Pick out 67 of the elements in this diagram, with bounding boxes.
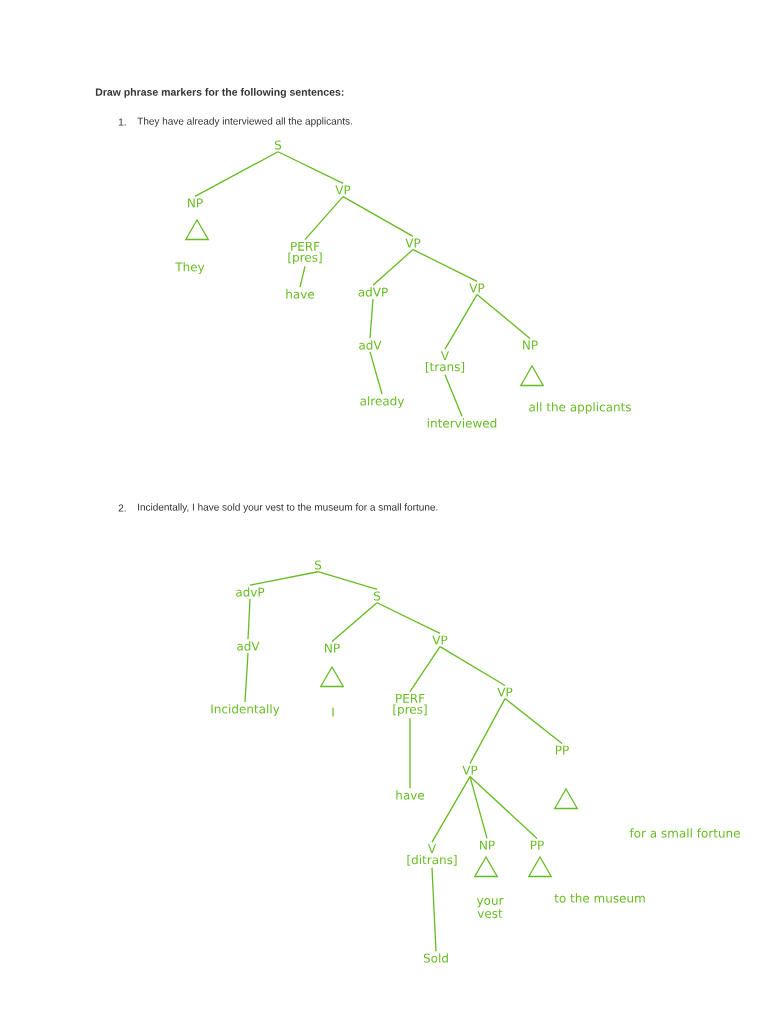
tree-label: VP: [462, 765, 478, 775]
tree-label: all the applicants: [529, 402, 631, 414]
tree-branch: [409, 645, 441, 693]
list-number: 1.: [118, 118, 126, 126]
tree-branch: [194, 151, 279, 198]
tree-label: V [ditrans]: [407, 844, 457, 866]
tree-label: I: [332, 707, 334, 717]
tree-label: NP: [188, 198, 203, 208]
tree-label: NP: [325, 643, 340, 653]
tree-branch: [412, 248, 478, 283]
tree-label: PERF [pres]: [393, 693, 427, 717]
tree-label: VP: [335, 185, 351, 195]
tree-label: to the museum: [554, 893, 645, 903]
tree-branch: [249, 571, 319, 586]
tree-branch: [244, 652, 249, 703]
tree-label: They: [175, 262, 205, 274]
list-number: 2.: [118, 504, 126, 512]
tree-branch: [369, 298, 374, 339]
tree-branch: [439, 645, 506, 687]
tree-label: have: [396, 790, 425, 800]
tree-branch: [444, 374, 463, 417]
sentence: Incidentally, I have sold your vest to the museum for a small fortune.: [138, 503, 438, 513]
tree-label: PP: [530, 840, 544, 850]
tree-label: interviewed: [427, 418, 497, 428]
tree-branch: [431, 775, 471, 843]
tree-branch: [444, 293, 478, 350]
tree-branch: [369, 351, 383, 395]
tree-label: VP: [497, 687, 513, 697]
tree-branch: [376, 602, 441, 635]
tree-branch: [469, 775, 538, 840]
tree-branch: [317, 571, 378, 590]
tree-label: advP: [236, 587, 265, 597]
tree-branch: [469, 697, 506, 765]
tree-label: NP: [523, 340, 538, 350]
tree-label: S: [315, 560, 322, 570]
sentence: They have already interviewed all the applicants.: [137, 117, 352, 127]
tree-branch: [504, 697, 563, 745]
tree-label: your vest: [476, 898, 504, 918]
tree-label: for a small fortune: [629, 828, 740, 838]
tree-label: S: [275, 140, 282, 150]
tree-label: adV: [237, 641, 260, 651]
tree-label: Incidentally: [211, 704, 280, 716]
tree-branch: [277, 151, 344, 185]
tree-label: VP: [469, 283, 485, 293]
heading: Draw phrase markers for the following sentences:: [95, 88, 344, 98]
tree-branch: [299, 265, 306, 288]
tree-branch: [431, 867, 437, 952]
tree-label: VP: [432, 635, 448, 645]
tree-label: have: [286, 289, 315, 299]
tree-branch: [476, 293, 531, 340]
tree-branch: [342, 195, 414, 238]
tree-label: V [trans]: [425, 351, 465, 373]
tree-branch: [331, 602, 378, 643]
tree-branch: [304, 195, 344, 241]
tree-label: adV: [359, 340, 382, 350]
tree-label: NP: [480, 840, 495, 850]
tree-branch: [247, 598, 251, 640]
tree-branch: [469, 775, 488, 840]
tree-label: S: [374, 591, 381, 601]
tree-label: VP: [405, 238, 421, 248]
tree-label: adVP: [358, 287, 388, 297]
tree-label: PERF [pres]: [288, 241, 322, 265]
tree-branch: [372, 248, 414, 286]
tree-label: already: [360, 396, 405, 408]
tree-branch: [409, 717, 411, 789]
tree-label: Sold: [423, 953, 448, 963]
tree-label: PP: [555, 745, 569, 755]
